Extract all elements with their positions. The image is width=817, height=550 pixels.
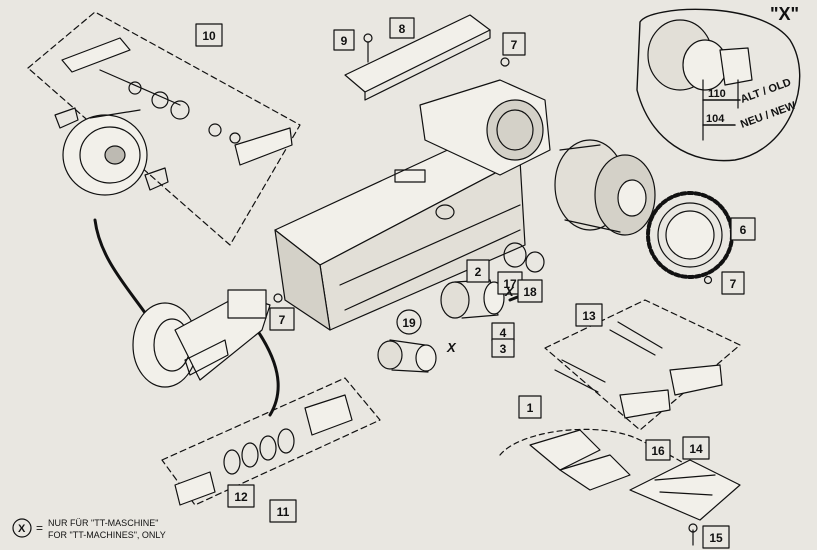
callout-7c: 7 <box>279 313 286 327</box>
legend-symbol: X <box>18 523 26 535</box>
dim-new: 104 <box>706 113 725 125</box>
detail-x-circle <box>636 8 801 162</box>
callout-box-6 <box>730 217 756 241</box>
legend-equals: = <box>36 521 43 535</box>
callout-1: 1 <box>527 401 534 415</box>
detail-title: "X" <box>770 4 799 24</box>
group-11-dashed-box <box>161 377 381 506</box>
callout-box-10 <box>195 23 223 47</box>
dim-old: 110 <box>708 88 726 100</box>
callout-15: 15 <box>709 531 723 545</box>
callout-6: 6 <box>740 223 747 237</box>
bushing-11 <box>174 394 353 506</box>
bolt-7-left <box>273 293 283 303</box>
callout-box-14 <box>682 436 710 460</box>
callout-11: 11 <box>277 505 290 519</box>
callout-box-12 <box>227 484 255 508</box>
legend-line-2: FOR "TT-MACHINES", ONLY <box>48 530 166 540</box>
bolt-7-top <box>500 57 510 67</box>
legend-x-symbol-circle <box>12 518 32 538</box>
callout-8: 8 <box>399 22 406 36</box>
group-10-dashed-box <box>27 11 301 246</box>
idler-wheel-lower <box>132 289 271 388</box>
group-13-dashed-box <box>544 299 741 431</box>
callout-box-15 <box>702 525 730 549</box>
track-link-1 <box>529 429 631 491</box>
callout-18: 18 <box>523 285 537 299</box>
callout-9: 9 <box>341 34 348 48</box>
callout-3: 3 <box>500 342 507 356</box>
bolt-7-right <box>703 275 713 285</box>
callout-box-7b <box>721 271 745 295</box>
callout-7b: 7 <box>730 277 737 291</box>
callout-box-7c <box>269 307 295 331</box>
callout-13: 13 <box>582 309 596 323</box>
callout-box-9 <box>333 29 355 51</box>
callout-box-1 <box>518 395 542 419</box>
idler-wheel-upper <box>62 109 148 196</box>
x-mark-roller-19: X <box>446 340 457 355</box>
idler-shaft-parts <box>54 37 293 191</box>
final-drive <box>554 139 656 236</box>
callout-box-7a <box>502 32 526 56</box>
track-frame <box>274 79 551 331</box>
track-roller-19 <box>377 339 437 373</box>
bushing-17 <box>503 242 545 273</box>
callout-box-2 <box>466 259 490 283</box>
x-mark-roller-2: X <box>504 284 515 299</box>
leader-line-left <box>93 218 152 322</box>
callout-17: 17 <box>503 277 517 291</box>
callout-7a: 7 <box>511 38 518 52</box>
seal-rings-12 <box>223 428 295 475</box>
callout-box-8 <box>389 17 415 39</box>
callout-box-13 <box>575 303 603 327</box>
legend-line-1: NUR FÜR "TT-MASCHINE" <box>48 518 158 528</box>
callout-circle-19 <box>396 309 422 335</box>
callout-14: 14 <box>689 442 703 456</box>
callout-2: 2 <box>475 265 482 279</box>
callout-19: 19 <box>402 316 416 330</box>
callout-4: 4 <box>500 326 507 340</box>
callout-12: 12 <box>234 490 248 504</box>
callout-box-11 <box>269 499 297 523</box>
callout-box-3 <box>491 338 515 358</box>
link-pins-13 <box>554 321 723 419</box>
callout-box-16 <box>645 439 671 461</box>
callout-10: 10 <box>202 29 216 43</box>
callout-16: 16 <box>651 444 665 458</box>
callout-box-18 <box>517 279 543 303</box>
